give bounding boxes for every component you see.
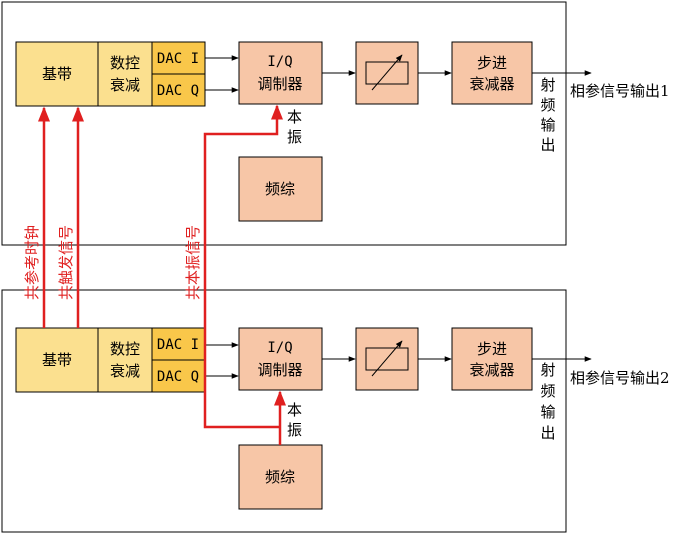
- nco-block-1: [97, 41, 153, 107]
- attenuator-symbol-arrow-1: [371, 54, 403, 91]
- step-attenuator-block-2: [451, 327, 533, 391]
- rf-output-char-2b: 频: [540, 382, 555, 400]
- rf-output-char-1a: 射: [540, 76, 555, 94]
- iq-label-1a: I/Q: [267, 54, 292, 70]
- rf-output-char-2c: 输: [540, 403, 555, 421]
- rf-output-char-1b: 频: [540, 96, 555, 114]
- dac-q-label-2: DAC Q: [157, 369, 199, 385]
- coherent-output-label-1: 相参信号输出1: [570, 82, 670, 100]
- iq-label-1b: 调制器: [257, 75, 302, 93]
- rf-output-char-1c: 输: [540, 116, 555, 134]
- channel-2-frame: [1, 289, 567, 533]
- channel-2: 基带 数控 衰减 DAC I DAC Q I/Q 调制器 步进 衰减器 射 频 …: [1, 289, 670, 533]
- nco-label-2a: 数控: [110, 340, 140, 358]
- baseband-block-1: [15, 41, 99, 107]
- synthesizer-block-2: [238, 444, 323, 510]
- ref-clock-label: 共参考时钟: [23, 225, 41, 300]
- nco-label-1a: 数控: [110, 54, 140, 72]
- dac-i-label-1: DAC I: [157, 51, 199, 67]
- synthesizer-label-1: 频综: [265, 180, 295, 198]
- shared-signals: 共参考时钟 共触发信号 共本振信号: [23, 104, 286, 445]
- dac-q-label-1: DAC Q: [157, 83, 199, 99]
- nco-block-2: [97, 327, 153, 393]
- step-label-2b: 衰减器: [469, 361, 514, 379]
- step-label-1a: 步进: [477, 54, 507, 72]
- step-label-1b: 衰减器: [469, 75, 514, 93]
- lo-label-1b: 振: [287, 128, 302, 146]
- dac-i-block-2: [151, 327, 206, 361]
- iq-modulator-block-1: [238, 41, 323, 105]
- baseband-label-1: 基带: [42, 65, 72, 83]
- lo-signal-bus: [203, 104, 283, 429]
- channel-1-frame: [1, 1, 567, 246]
- iq-modulator-block-2: [238, 327, 323, 391]
- step-attenuator-block-1: [451, 41, 533, 105]
- lo-label-2b: 振: [287, 421, 302, 439]
- iq-label-2a: I/Q: [267, 340, 292, 356]
- channel-1: 基带 数控 衰减 DAC I DAC Q I/Q 调制器 步进 衰减器 射 频 …: [1, 1, 670, 246]
- synthesizer-label-2: 频综: [265, 468, 295, 486]
- rf-output-char-2d: 出: [540, 424, 555, 442]
- trigger-label: 共触发信号: [57, 225, 75, 300]
- baseband-label-2: 基带: [42, 351, 72, 369]
- synthesizer-block-1: [238, 156, 323, 222]
- step-label-2a: 步进: [477, 340, 507, 358]
- rf-output-char-2a: 射: [540, 361, 555, 379]
- attenuator-symbol-arrow-2: [371, 340, 403, 377]
- dac-q-block-2: [151, 359, 206, 393]
- iq-label-2b: 调制器: [257, 361, 302, 379]
- coherent-output-label-2: 相参信号输出2: [570, 369, 670, 387]
- nco-label-1b: 衰减: [110, 76, 140, 94]
- rf-output-char-1d: 出: [540, 136, 555, 154]
- lo-label-2a: 本: [287, 401, 302, 419]
- lo-label-1a: 本: [287, 108, 302, 126]
- lo-signal-label: 共本振信号: [184, 225, 202, 300]
- dac-i-label-2: DAC I: [157, 337, 199, 353]
- nco-label-2b: 衰减: [110, 362, 140, 380]
- baseband-block-2: [15, 327, 99, 393]
